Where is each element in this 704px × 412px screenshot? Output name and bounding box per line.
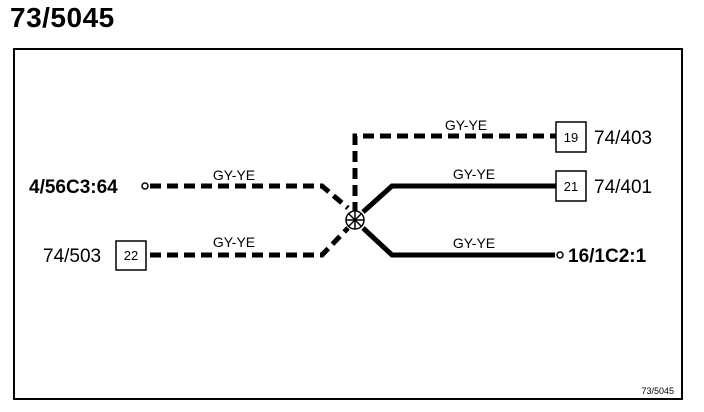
connector-right-bottom: 16/1C2:1: [568, 246, 647, 267]
connector-right-mid: 74/401: [594, 177, 652, 198]
splice-icon: [345, 210, 365, 230]
page-title: 73/5045: [10, 2, 115, 33]
wire-dashed-left-bottom: [150, 226, 350, 258]
wire-label-low-left: GY-YE: [213, 234, 255, 250]
connector-left-bottom: 74/503: [43, 246, 101, 267]
box-21: [555, 170, 587, 202]
box-22-label: 22: [124, 248, 138, 263]
wire-label-low-right: GY-YE: [453, 235, 495, 251]
box-19-label: 19: [564, 130, 578, 145]
box-19: [555, 121, 587, 153]
diagram-frame: [13, 48, 683, 400]
wire-label-mid-right: GY-YE: [453, 166, 495, 182]
box-21-label: 21: [564, 179, 578, 194]
wire-label-top-right: GY-YE: [445, 117, 487, 133]
box-22: [115, 240, 147, 271]
wire-dashed-left-top: [150, 183, 350, 210]
diagram-reference: 73/5045: [641, 386, 674, 396]
connector-right-top: 74/403: [594, 128, 652, 149]
wire-label-mid-left: GY-YE: [213, 167, 255, 183]
connector-left-top: 4/56C3:64: [29, 177, 118, 198]
terminal-left-top-icon: [141, 182, 149, 190]
terminal-right-bottom-icon: [556, 251, 564, 259]
wire-solid-right-mid: [361, 183, 556, 214]
wire-dashed-top-right: [352, 133, 556, 213]
wire-solid-right-bottom: [361, 226, 555, 258]
